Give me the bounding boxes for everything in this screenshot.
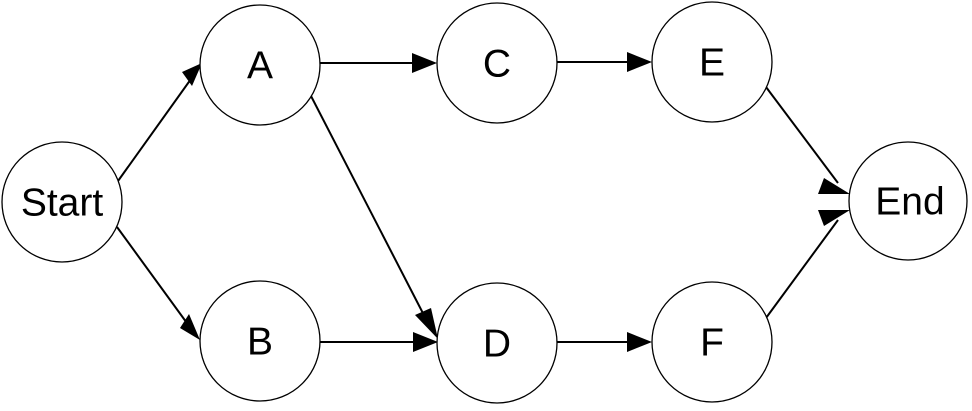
edge-c-e-arrowhead xyxy=(627,52,652,72)
edge-d-f[interactable] xyxy=(557,332,652,352)
edge-start-a-arrowhead xyxy=(182,63,202,86)
node-e-label: E xyxy=(699,42,725,85)
node-end[interactable]: End xyxy=(848,141,968,261)
edge-f-end-line xyxy=(765,219,839,319)
node-e-circle xyxy=(651,1,773,123)
node-end-label: End xyxy=(875,181,944,224)
node-d-circle xyxy=(436,282,558,404)
edge-e-end-arrowhead xyxy=(818,178,850,194)
edge-start-b-arrowhead xyxy=(180,314,200,340)
edge-start-a[interactable] xyxy=(117,63,202,182)
edge-f-end[interactable] xyxy=(765,210,850,319)
node-d[interactable]: D xyxy=(436,282,558,404)
edge-e-end-line xyxy=(765,86,839,184)
node-b-circle xyxy=(199,280,321,402)
node-d-label: D xyxy=(483,323,511,366)
node-f-circle xyxy=(651,281,773,403)
node-start-label: Start xyxy=(21,182,104,225)
edge-b-d-arrowhead xyxy=(413,332,438,352)
node-end-circle xyxy=(848,141,968,261)
node-f-label: F xyxy=(700,322,724,365)
node-b-label: B xyxy=(247,321,273,364)
node-start[interactable]: Start xyxy=(1,141,123,263)
edge-a-c-arrowhead xyxy=(412,53,437,73)
node-f[interactable]: F xyxy=(651,281,773,403)
node-c[interactable]: C xyxy=(436,2,558,124)
node-c-label: C xyxy=(483,43,511,86)
node-a-label: A xyxy=(247,45,273,88)
edge-b-d[interactable] xyxy=(320,332,438,352)
node-c-circle xyxy=(436,2,558,124)
node-a[interactable]: A xyxy=(199,4,321,126)
edge-e-end[interactable] xyxy=(765,86,850,194)
node-start-circle xyxy=(1,141,123,263)
node-a-circle xyxy=(199,4,321,126)
edge-d-f-arrowhead xyxy=(627,332,652,352)
edge-a-d[interactable] xyxy=(310,95,438,339)
node-e[interactable]: E xyxy=(651,1,773,123)
edge-a-d-arrowhead xyxy=(415,308,438,339)
edge-start-b-line xyxy=(116,226,193,331)
edge-f-end-arrowhead xyxy=(818,210,850,226)
edge-a-c[interactable] xyxy=(320,53,437,73)
edge-a-d-line xyxy=(310,95,429,324)
edge-start-a-line xyxy=(117,71,197,182)
edge-start-b[interactable] xyxy=(116,226,200,340)
node-b[interactable]: B xyxy=(199,280,321,402)
edge-c-e[interactable] xyxy=(557,52,652,72)
